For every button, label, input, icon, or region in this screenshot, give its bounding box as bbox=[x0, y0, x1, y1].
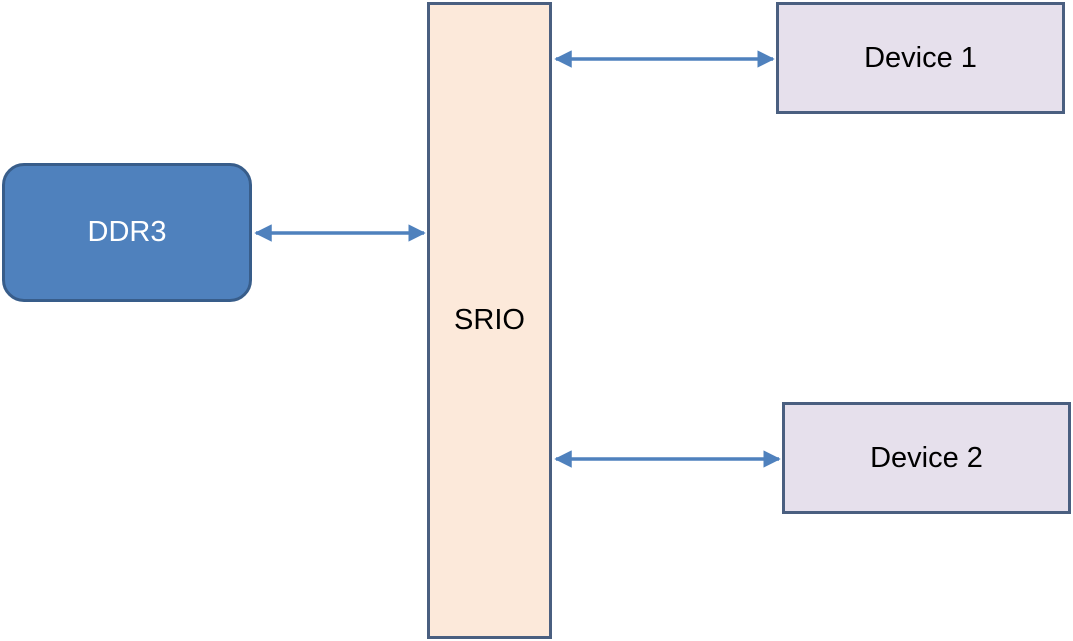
srio-node: SRIO bbox=[427, 2, 552, 639]
srio-label: SRIO bbox=[454, 304, 525, 336]
device1-node: Device 1 bbox=[776, 2, 1065, 114]
ddr3-label: DDR3 bbox=[87, 216, 167, 248]
device2-node: Device 2 bbox=[782, 402, 1071, 514]
ddr3-node: DDR3 bbox=[2, 163, 252, 302]
device2-label: Device 2 bbox=[870, 441, 983, 474]
device1-label: Device 1 bbox=[864, 41, 977, 74]
